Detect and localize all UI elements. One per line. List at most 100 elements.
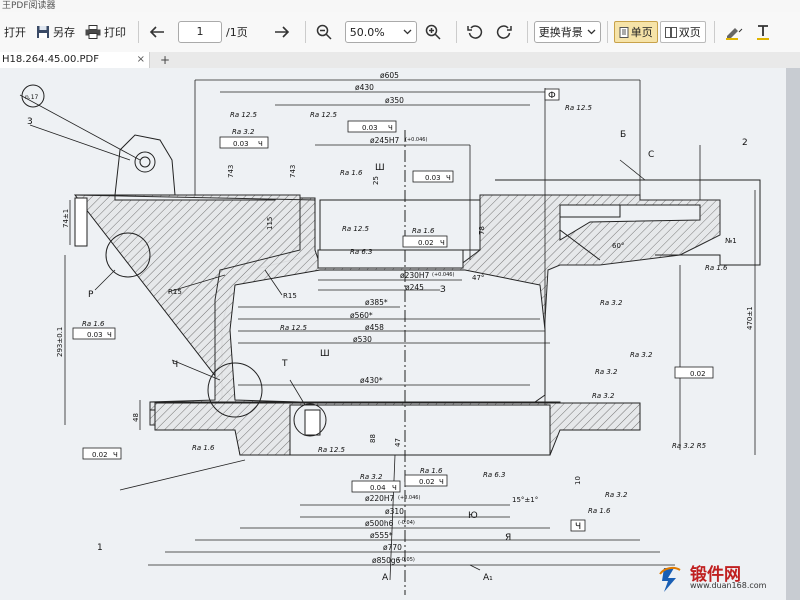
tolerance-8: 0.02 bbox=[419, 478, 435, 486]
tolerance-frames bbox=[72, 88, 714, 532]
roughness-6: Ra 12.5 bbox=[342, 225, 370, 233]
text-tool-icon bbox=[756, 25, 769, 40]
rotate-left-button[interactable] bbox=[463, 19, 490, 45]
label-c: С bbox=[648, 150, 654, 160]
label-sh2: Ш bbox=[375, 163, 385, 173]
dim-47a: 47° bbox=[472, 274, 484, 282]
rotate-ccw-icon bbox=[466, 25, 482, 39]
dim-d530: ø530 bbox=[353, 335, 372, 344]
text-tool-button[interactable] bbox=[752, 19, 779, 45]
open-button[interactable]: 打开 bbox=[0, 19, 30, 45]
radius-r15a: R15 bbox=[168, 288, 182, 296]
zoom-select[interactable]: 50.0% bbox=[344, 21, 417, 43]
roughness-10: Ra 12.5 bbox=[280, 324, 308, 332]
chevron-down-icon bbox=[587, 29, 596, 35]
document-viewport[interactable]: ø605 ø430 ø350 ø245H7 (+0.046) ø230H7 (+… bbox=[0, 68, 800, 600]
roughness-20: Ra 1.6 bbox=[588, 507, 611, 515]
misc-dimensions: R15 R15 №1 60° 15°±1° 743 743 115 25 78 … bbox=[56, 165, 754, 504]
dim-d220h7-tol: (+0.046) bbox=[398, 495, 420, 501]
add-tab-button[interactable]: + bbox=[160, 53, 171, 67]
callout-labels: n.17 3 2 1 Р Ч Т Ш Ш Б С Я Ю З А₁ А Ф Ч bbox=[21, 84, 748, 583]
zoom-in-button[interactable] bbox=[421, 19, 448, 45]
close-tab-icon[interactable]: × bbox=[136, 54, 145, 65]
label-ch: Ч bbox=[172, 360, 178, 370]
save-icon bbox=[37, 26, 49, 38]
dim-48: 48 bbox=[132, 413, 140, 422]
dim-d770: ø770 bbox=[383, 543, 402, 552]
print-button[interactable]: 打印 bbox=[81, 19, 130, 45]
angle-60: 60° bbox=[612, 242, 624, 250]
toolbar-divider bbox=[526, 21, 528, 43]
dim-470: 470±1 bbox=[746, 306, 754, 330]
document-tab-strip: H18.264.45.00.PDF × + bbox=[0, 52, 800, 69]
roughness-labels: Ra 12.5 Ra 3.2 Ra 12.5 Ra 12.5 Ra 1.6 Ra… bbox=[82, 104, 728, 515]
zoom-out-button[interactable] bbox=[312, 19, 339, 45]
roughness-13: Ra 3.2 bbox=[592, 392, 615, 400]
dim-88: 88 bbox=[369, 434, 377, 443]
document-tab-title: H18.264.45.00.PDF bbox=[2, 54, 99, 65]
roughness-12: Ra 3.2 bbox=[595, 368, 618, 376]
label-2: 2 bbox=[742, 138, 748, 148]
single-page-label: 单页 bbox=[630, 26, 653, 39]
label-a: А bbox=[382, 573, 389, 583]
window-title-bar: 王PDF阅读器 bbox=[0, 0, 800, 12]
dim-d500h6: ø500h6 bbox=[365, 519, 394, 528]
detail-circles bbox=[105, 232, 327, 437]
dim-d430s: ø430* bbox=[360, 376, 383, 385]
logo-mark-icon bbox=[662, 568, 676, 592]
tolerance-sym-5: Ч bbox=[107, 331, 112, 339]
tolerance-sym-8: Ч bbox=[439, 478, 444, 486]
dim-d245h7: ø245H7 bbox=[370, 136, 400, 145]
roughness-16: Ra 3.2 bbox=[360, 473, 383, 481]
engineering-drawing: ø605 ø430 ø350 ø245H7 (+0.046) ø230H7 (+… bbox=[19, 71, 761, 595]
roughness-1: Ra 12.5 bbox=[230, 111, 258, 119]
tolerance-2: 0.03 bbox=[362, 124, 378, 132]
roughness-3: Ra 12.5 bbox=[310, 111, 338, 119]
roughness-4: Ra 12.5 bbox=[565, 104, 593, 112]
dim-115: 115 bbox=[266, 217, 274, 230]
document-tab[interactable]: H18.264.45.00.PDF × bbox=[0, 52, 150, 68]
single-page-button[interactable]: 单页 bbox=[613, 21, 658, 43]
watermark-logo: 锻件网 www.duan168.com bbox=[658, 560, 778, 594]
watermark-brand: 锻件网 bbox=[690, 565, 741, 585]
label-z: З bbox=[440, 285, 446, 295]
zoom-value: 50.0% bbox=[349, 25, 385, 39]
rotate-right-button[interactable] bbox=[492, 19, 519, 45]
tolerance-sym-1: Ч bbox=[258, 140, 263, 148]
roughness-7: Ra 6.3 bbox=[350, 248, 373, 256]
dim-25: 25 bbox=[372, 176, 380, 185]
tolerance-sym-4: Ч bbox=[440, 239, 445, 247]
toolbar-divider bbox=[304, 21, 306, 43]
page-number-input[interactable]: 1 bbox=[178, 21, 222, 43]
window-title: 王PDF阅读器 bbox=[2, 1, 56, 11]
previous-page-button[interactable] bbox=[145, 19, 172, 45]
dimension-lines bbox=[19, 79, 756, 581]
dim-d230h7-tol: (+0.046) bbox=[432, 272, 454, 278]
label-p: Р bbox=[88, 290, 94, 300]
background-select[interactable]: 更换背景 bbox=[533, 21, 601, 43]
double-page-button[interactable]: 双页 bbox=[659, 21, 706, 43]
radius-r15b: R15 bbox=[283, 292, 297, 300]
dim-d245h7-tol: (+0.046) bbox=[405, 137, 427, 143]
toolbar-divider bbox=[455, 21, 457, 43]
save-as-button[interactable]: 另存 bbox=[32, 19, 79, 45]
tolerance-4: 0.02 bbox=[418, 239, 434, 247]
dim-10: 10 bbox=[574, 476, 582, 485]
dim-74: 74±1 bbox=[62, 209, 70, 228]
label-n17: n.17 bbox=[25, 94, 39, 101]
highlight-tool-button[interactable] bbox=[721, 19, 750, 45]
page-total: /1页 bbox=[226, 26, 248, 39]
print-label: 打印 bbox=[104, 26, 126, 39]
open-label: 打开 bbox=[4, 26, 26, 39]
tolerance-sym-2: Ч bbox=[388, 124, 393, 132]
dim-293: 293±0.1 bbox=[56, 327, 64, 357]
dim-d458: ø458 bbox=[365, 323, 384, 332]
dim-d220h7: ø220H7 bbox=[365, 494, 395, 503]
dim-78: 78 bbox=[478, 226, 486, 235]
next-page-button[interactable] bbox=[270, 19, 297, 45]
toolbar: 打开 另存 打印 1 /1页 50.0% 更换背景 单页 bbox=[0, 12, 800, 53]
roughness-5: Ra 1.6 bbox=[340, 169, 363, 177]
highlighter-icon bbox=[725, 28, 743, 40]
dim-d430: ø430 bbox=[355, 83, 374, 92]
dim-d385: ø385* bbox=[365, 298, 388, 307]
